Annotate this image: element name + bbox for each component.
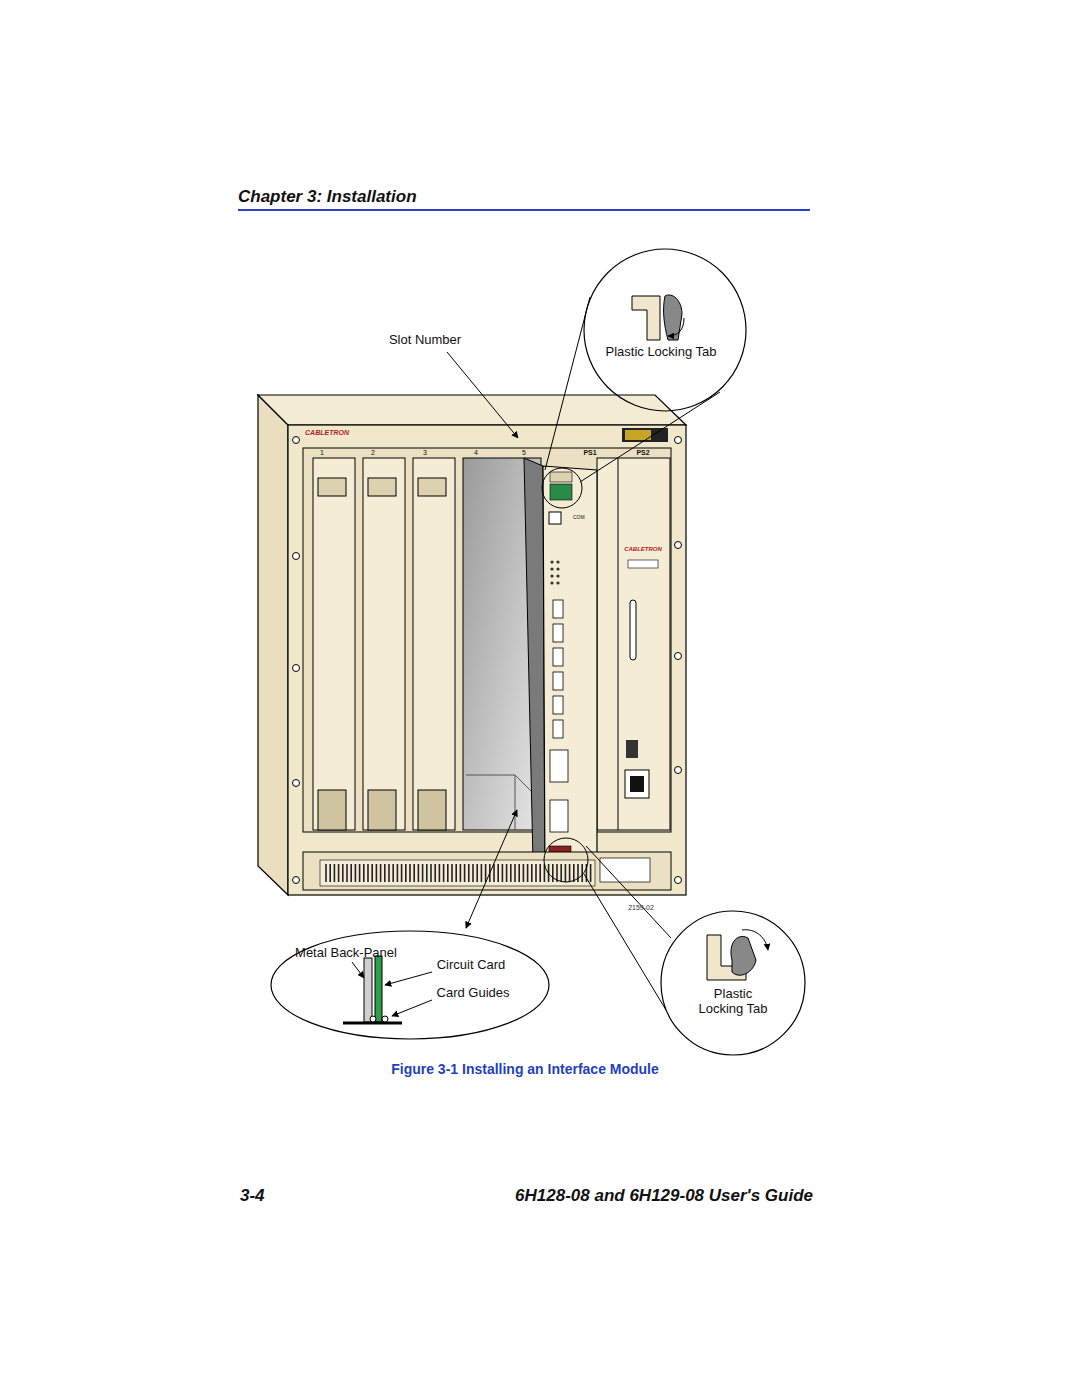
fan-grille-bar xyxy=(443,864,445,882)
fan-grille-bar xyxy=(338,864,340,882)
fan-grille-bar xyxy=(518,864,520,882)
fan-grille-bar xyxy=(392,864,394,882)
fan-grille-bar xyxy=(510,864,512,882)
detail-callout-ellipse: Metal Back-PanelCircuit CardCard Guides xyxy=(270,930,550,1040)
port-label: COM xyxy=(573,515,585,521)
callout-label: Card Guides xyxy=(437,986,510,1001)
fan-grille-bar xyxy=(464,864,466,882)
fan-grille-bar xyxy=(552,864,554,882)
fan-grille-bar xyxy=(468,864,470,882)
fan-grille-bar xyxy=(325,864,327,882)
callout-outline xyxy=(660,910,806,1056)
fan-grille-bar xyxy=(430,864,432,882)
fan-grille-bar xyxy=(342,864,344,882)
fan-grille-bar xyxy=(367,864,369,882)
fan-grille-bar xyxy=(346,864,348,882)
document-title: 6H128-08 and 6H129-08 User's Guide xyxy=(515,1186,813,1206)
slot-number: 1 xyxy=(320,449,324,457)
callout-label: Slot Number xyxy=(389,333,461,348)
callout-label: Circuit Card xyxy=(437,958,506,973)
fan-grille-bar xyxy=(397,864,399,882)
callout-label: Plastic Locking Tab xyxy=(693,987,773,1017)
figure-number: 2159-02 xyxy=(628,904,654,912)
fan-grille-bar xyxy=(502,864,504,882)
slot-number: 3 xyxy=(423,449,427,457)
callout-label: Plastic Locking Tab xyxy=(605,345,716,360)
fan-grille-bar xyxy=(539,864,541,882)
fan-grille-bar xyxy=(560,864,562,882)
figure-caption: Figure 3-1 Installing an Interface Modul… xyxy=(391,1061,659,1077)
fan-grille-bar xyxy=(485,864,487,882)
fan-grille-bar xyxy=(418,864,420,882)
fan-grille-bar xyxy=(506,864,508,882)
slot-number: 4 xyxy=(474,449,478,457)
fan-grille-bar xyxy=(359,864,361,882)
fan-grille-bar xyxy=(581,864,583,882)
fan-grille-bar xyxy=(434,864,436,882)
slot-number: PS1 xyxy=(583,449,596,457)
fan-grille-bar xyxy=(497,864,499,882)
brand-logo: CABLETRON xyxy=(305,429,349,437)
fan-grille-bar xyxy=(590,864,592,882)
fan-grille-bar xyxy=(388,864,390,882)
fan-grille-bar xyxy=(439,864,441,882)
fan-grille-bar xyxy=(376,864,378,882)
fan-grille-bar xyxy=(329,864,331,882)
fan-grille-bar xyxy=(355,864,357,882)
fan-grille-bar xyxy=(422,864,424,882)
callout-label: Metal Back-Panel xyxy=(295,946,397,961)
brand-logo: CABLETRON xyxy=(624,546,662,553)
fan-grille-bar xyxy=(455,864,457,882)
fan-grille-bar xyxy=(363,864,365,882)
running-header: Chapter 3: Installation xyxy=(238,187,417,207)
fan-grille-bar xyxy=(565,864,567,882)
fan-grille-bar xyxy=(535,864,537,882)
fan-grille-bar xyxy=(334,864,336,882)
fan-grille-bar xyxy=(476,864,478,882)
fan-grille-bar xyxy=(350,864,352,882)
fan-grille-bar xyxy=(405,864,407,882)
fan-grille-bar xyxy=(514,864,516,882)
slot-number: 2 xyxy=(371,449,375,457)
fan-grille-bar xyxy=(460,864,462,882)
fan-grille-bar xyxy=(401,864,403,882)
callout-circle: Plastic Locking Tab xyxy=(583,248,747,412)
callout-outline xyxy=(583,248,747,412)
fan-grille-bar xyxy=(527,864,529,882)
fan-grille-bar xyxy=(493,864,495,882)
slot-number: PS2 xyxy=(636,449,649,457)
callout-circle: Plastic Locking Tab xyxy=(660,910,806,1056)
slot-number: 5 xyxy=(522,449,526,457)
fan-grille-bar xyxy=(451,864,453,882)
fan-grille-bar xyxy=(380,864,382,882)
fan-grille-bar xyxy=(447,864,449,882)
fan-grille-bar xyxy=(384,864,386,882)
fan-grille-bar xyxy=(481,864,483,882)
fan-grille-bar xyxy=(371,864,373,882)
fan-grille-bar xyxy=(573,864,575,882)
fan-grille-bar xyxy=(531,864,533,882)
fan-grille-bar xyxy=(426,864,428,882)
fan-grille-bar xyxy=(472,864,474,882)
fan-grille-bar xyxy=(569,864,571,882)
page-number: 3-4 xyxy=(240,1186,265,1206)
fan-grille-bar xyxy=(409,864,411,882)
fan-grille-bar xyxy=(413,864,415,882)
fan-grille-bar xyxy=(523,864,525,882)
